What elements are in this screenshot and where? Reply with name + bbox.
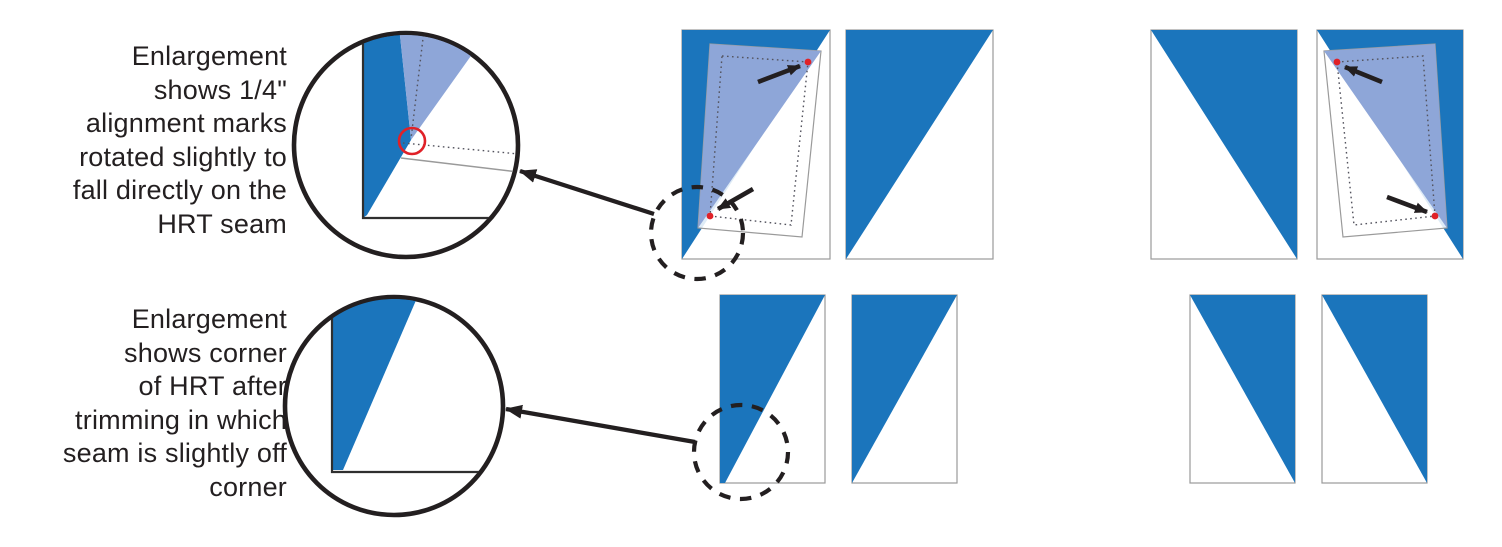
hrt-corner-lines-top [361, 42, 489, 220]
bottom-enlargement [282, 294, 696, 518]
hrt-unit-6 [851, 294, 958, 484]
hrt-unit-4 [1316, 29, 1464, 260]
hrt-blue-triangle [852, 295, 957, 483]
bottom-enlargement-content [330, 299, 481, 474]
overlay-blue-triangle [698, 44, 821, 228]
hrt-blue-triangle [1151, 30, 1297, 259]
quarter-inch-marks [709, 55, 809, 226]
pointer-arrow-top [519, 168, 655, 217]
dot-arrow-bottom [1386, 194, 1428, 215]
dot-arrow-top [1344, 64, 1383, 85]
hrt-unit-5 [719, 294, 826, 484]
alignment-dot-bottom [1431, 212, 1439, 220]
hrt-fabric-off-corner [333, 299, 420, 470]
hrt-blue-triangle-off-corner [720, 295, 825, 483]
hrt-corner-lines-bottom [330, 317, 481, 474]
caption-bottom: Enlargement shows corner of HRT after tr… [62, 304, 287, 502]
alignment-point-ring [397, 126, 427, 156]
alignment-dot-bottom [706, 212, 714, 220]
hrt-unit-8 [1321, 294, 1428, 484]
hrt-fabric-dark-wedge [363, 35, 411, 218]
dashed-highlight-circle-bottom [691, 402, 791, 502]
seam-overlay [1323, 43, 1448, 238]
overlay-fabric-wedge [399, 35, 478, 140]
hrt-unit-7 [1189, 294, 1296, 484]
dot-arrow-bottom [716, 187, 755, 211]
hrt-blue-triangle [1190, 295, 1295, 483]
seam-overlay [697, 43, 822, 238]
hrt-unit-3 [1150, 29, 1298, 260]
alignment-dot-top [1333, 58, 1341, 66]
caption-top: Enlargement shows 1/4" alignment marks r… [72, 41, 287, 239]
hrt-blue-triangle [846, 30, 993, 259]
pointer-arrow-bottom [505, 404, 696, 445]
top-enlargement-content [361, 35, 516, 220]
top-enlargement [291, 30, 655, 260]
dot-arrow-top [757, 63, 801, 85]
hrt-unit-2 [845, 29, 994, 260]
dashed-highlight-circle-top [648, 184, 746, 282]
quarter-inch-mark-vertical [410, 35, 425, 140]
hrt-unit-1 [681, 29, 831, 260]
hrt-blue-triangle [1322, 295, 1427, 483]
alignment-dot-top [804, 58, 812, 66]
overlay-edge-line [400, 157, 516, 173]
overlay-blue-triangle [1324, 44, 1447, 228]
